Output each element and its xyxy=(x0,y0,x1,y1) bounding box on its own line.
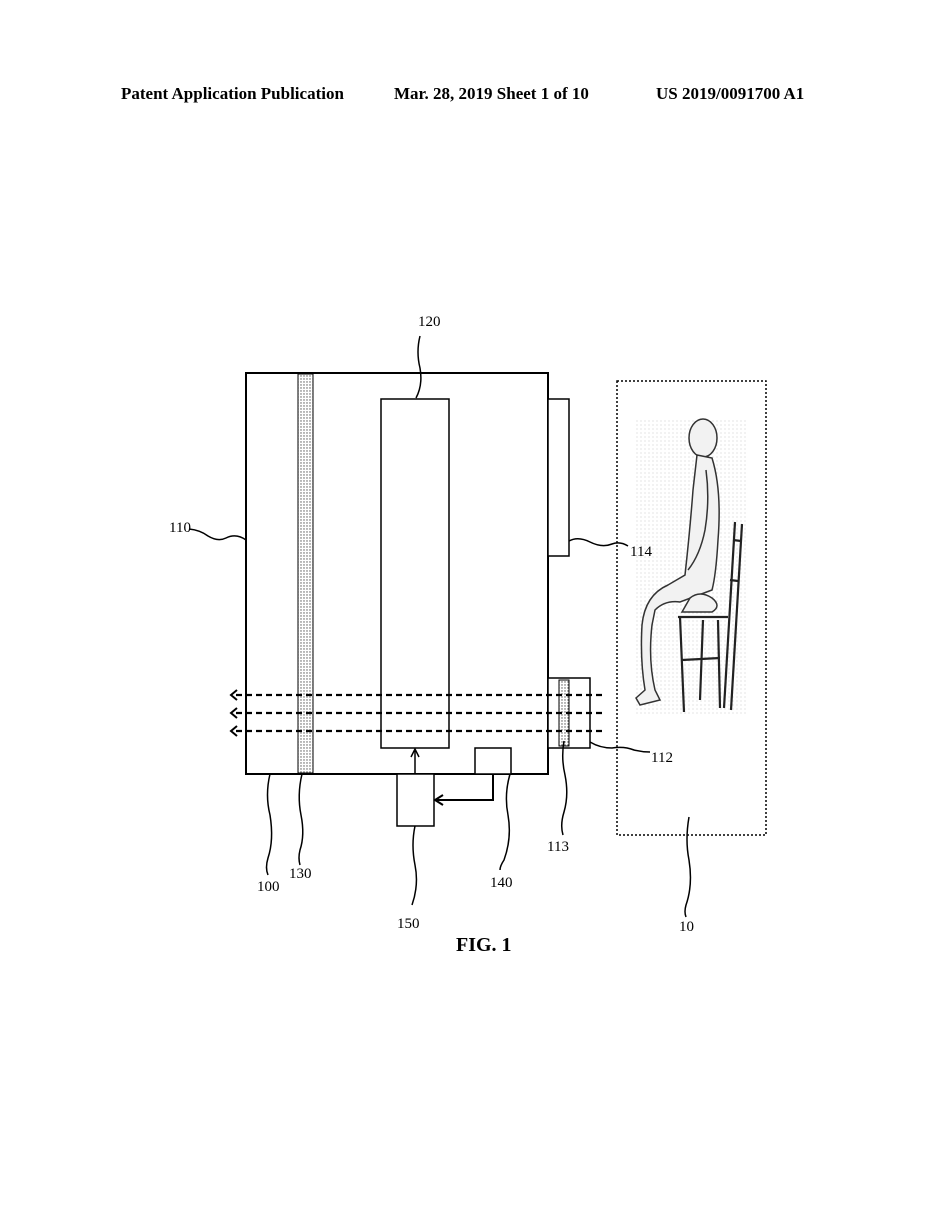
label-130: 130 xyxy=(289,866,312,882)
publication-number: US 2019/0091700 A1 xyxy=(656,84,805,103)
label-150: 150 xyxy=(397,916,420,932)
arrow-140-to-150 xyxy=(436,774,494,801)
label-100: 100 xyxy=(257,879,280,895)
figure-caption: FIG. 1 xyxy=(456,934,512,956)
box-150 xyxy=(396,773,435,827)
label-140: 140 xyxy=(490,875,513,891)
seated-person-image xyxy=(635,418,746,714)
label-120: 120 xyxy=(418,314,441,330)
element-114 xyxy=(547,398,570,557)
box-140 xyxy=(474,747,512,775)
subject-region-10 xyxy=(616,380,767,836)
date-and-sheet: Mar. 28, 2019 Sheet 1 of 10 xyxy=(394,84,589,103)
arrowheads-left xyxy=(229,689,238,737)
light-paths xyxy=(236,693,606,733)
arrowhead-up xyxy=(410,747,420,758)
leader-lines xyxy=(188,335,692,918)
layer-130 xyxy=(297,373,314,774)
arrowhead-left xyxy=(433,794,444,806)
page-header: Patent Application Publication Mar. 28, … xyxy=(0,84,952,106)
publication-type: Patent Application Publication xyxy=(121,84,344,103)
label-110: 110 xyxy=(169,520,191,536)
label-112: 112 xyxy=(651,750,673,766)
label-114: 114 xyxy=(630,544,652,560)
label-10: 10 xyxy=(679,919,694,935)
label-113: 113 xyxy=(547,839,569,855)
